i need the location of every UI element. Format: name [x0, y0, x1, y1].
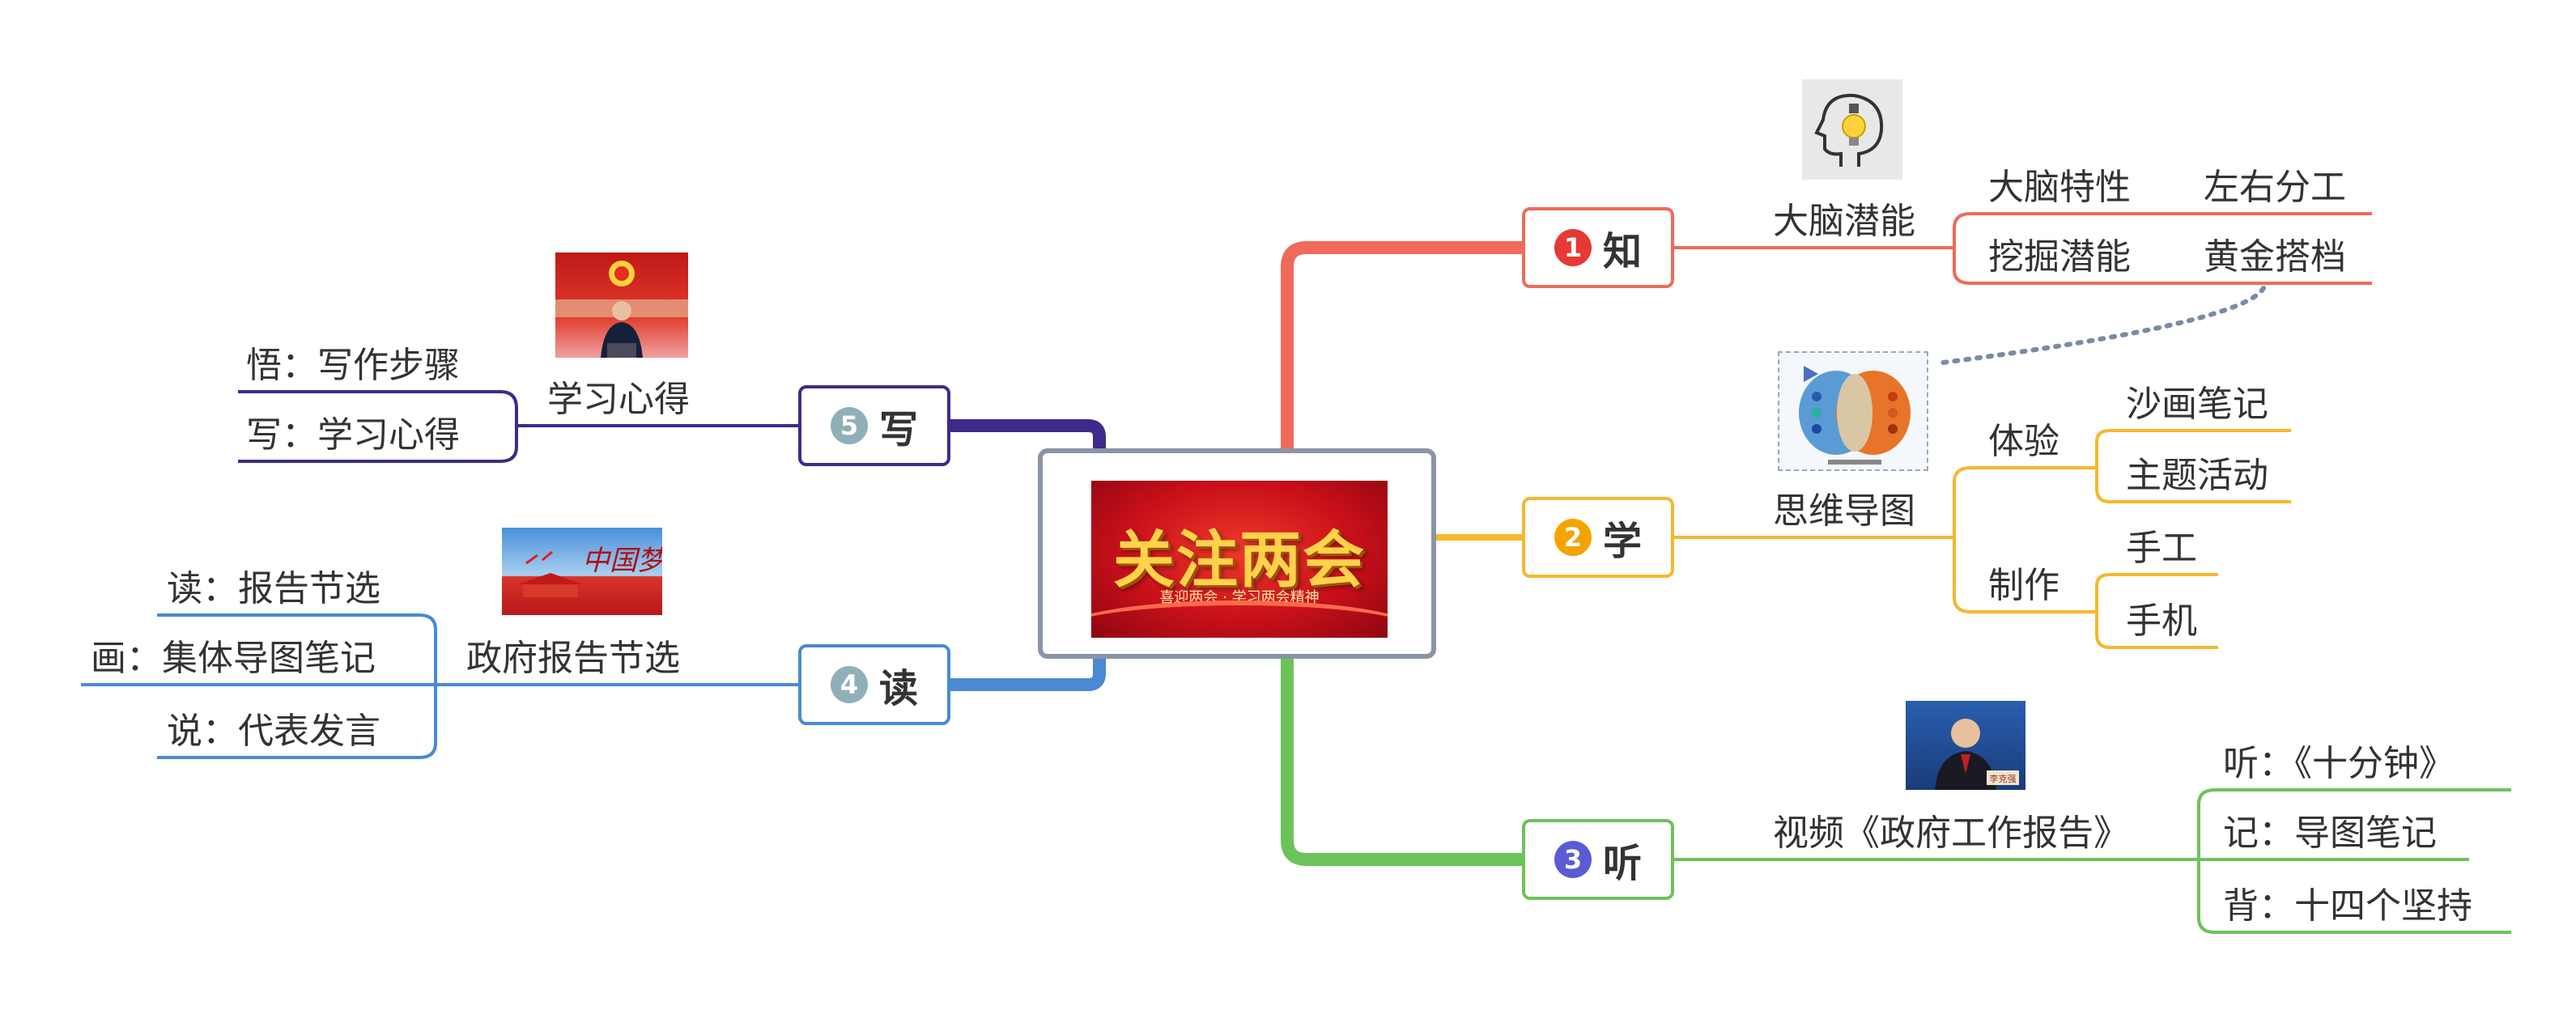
bracket-xue-b	[2095, 573, 2218, 649]
leaf-phone[interactable]: 手机	[2126, 600, 2197, 642]
tiananmen-icon: 中国梦	[518, 545, 662, 597]
topic-label: 写	[878, 407, 918, 452]
topic-ting[interactable]: 3 听	[1522, 819, 1674, 900]
bracket-xue	[1953, 466, 2097, 613]
bracket-zhi	[1953, 212, 2372, 285]
badge-2: 2	[1554, 519, 1592, 556]
leaf-write[interactable]: 写：学习心得	[246, 414, 460, 456]
badge-5: 5	[830, 407, 868, 444]
subtopic-mind-map[interactable]: 思维导图	[1773, 490, 1915, 532]
bracket-xie	[238, 390, 518, 463]
mindmap-example-image	[1778, 351, 1928, 471]
badge-3: 3	[1554, 841, 1592, 878]
congress-icon	[555, 261, 688, 358]
congress-image	[555, 252, 688, 358]
premier-portrait-image: 李克强	[1906, 701, 2026, 790]
brain-bulb-icon	[1814, 93, 1884, 167]
leaf-handmade[interactable]: 手工	[2126, 528, 2197, 569]
leaf-left-right-division[interactable]: 左右分工	[2204, 167, 2346, 208]
connector-ting	[1281, 652, 1528, 866]
leaf-understand[interactable]: 悟：写作步骤	[246, 345, 460, 386]
bracket-ting	[2197, 788, 2511, 934]
badge-4: 4	[830, 666, 868, 703]
subtopic-report-video[interactable]: 视频《政府工作报告》	[1773, 813, 2129, 854]
banner-swoosh	[1091, 600, 1388, 638]
central-topic[interactable]: 关注两会 喜迎两会 · 学习两会精神	[1038, 448, 1436, 659]
topic-xie[interactable]: 5 写	[798, 385, 950, 466]
item-make[interactable]: 制作	[1988, 565, 2060, 606]
portrait-icon: 李克强	[1935, 719, 2019, 790]
leaf-sand-notes[interactable]: 沙画笔记	[2126, 384, 2268, 425]
leaf-record[interactable]: 记：导图笔记	[2223, 813, 2437, 854]
bracket-xue-a	[2095, 429, 2291, 503]
leaf-speak[interactable]: 说：代表发言	[167, 711, 380, 752]
topic-label: 学	[1602, 519, 1642, 564]
leaf-recite[interactable]: 背：十四个坚持	[2223, 885, 2472, 927]
leaf-draw[interactable]: 画：集体导图笔记	[91, 638, 376, 679]
brain-bulb-image	[1802, 79, 1902, 180]
mindmap-thumb-icon	[1799, 366, 1911, 465]
subtopic-report-excerpt[interactable]: 政府报告节选	[466, 638, 680, 679]
connector-du	[950, 659, 1106, 691]
topic-xue[interactable]: 2 学	[1522, 497, 1674, 578]
portrait-caption: 李克强	[1990, 773, 2017, 784]
subtopic-study-notes[interactable]: 学习心得	[547, 379, 690, 420]
central-title: 关注两会	[1113, 524, 1366, 596]
relation-dotted	[1941, 286, 2266, 365]
tiananmen-caption: 中国梦	[582, 545, 662, 577]
subtopic-brain-potential[interactable]: 大脑潜能	[1773, 201, 1915, 242]
topic-label: 知	[1602, 229, 1642, 274]
item-dig-potential[interactable]: 挖掘潜能	[1988, 236, 2131, 278]
leaf-theme-activity[interactable]: 主题活动	[2126, 455, 2268, 496]
item-experience[interactable]: 体验	[1988, 421, 2060, 462]
topic-du[interactable]: 4 读	[798, 644, 950, 725]
connector-xie	[950, 419, 1106, 448]
item-brain-traits[interactable]: 大脑特性	[1988, 167, 2131, 208]
topic-label: 读	[878, 666, 918, 711]
topic-label: 听	[1602, 841, 1642, 886]
topic-zhi[interactable]: 1 知	[1522, 207, 1674, 288]
leaf-read[interactable]: 读：报告节选	[167, 568, 380, 609]
tiananmen-image: 中国梦	[502, 528, 662, 615]
badge-1: 1	[1554, 229, 1592, 266]
leaf-listen[interactable]: 听：《十分钟》	[2223, 743, 2455, 784]
central-banner-image: 关注两会 喜迎两会 · 学习两会精神	[1091, 481, 1388, 638]
bracket-du	[81, 613, 437, 759]
connector-zhi	[1281, 241, 1528, 455]
leaf-golden-partner[interactable]: 黄金搭档	[2204, 236, 2346, 278]
